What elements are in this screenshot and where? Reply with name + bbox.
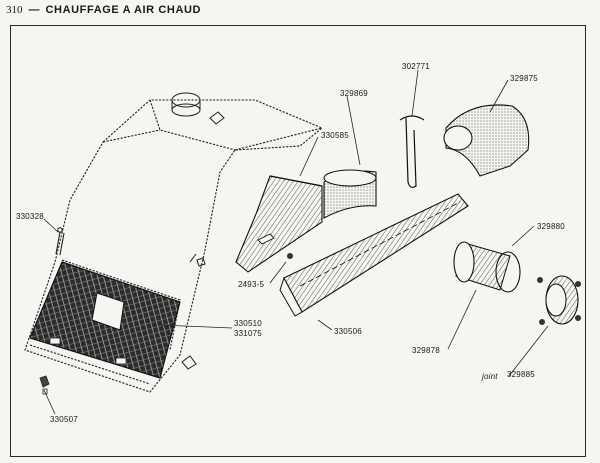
housing-hardware [181, 253, 206, 370]
mesh-grille-panel [29, 261, 181, 379]
part-label-330585: 330585 [321, 131, 349, 140]
fastener-330507 [39, 375, 50, 395]
long-duct-330506 [279, 193, 469, 317]
part-label-2493: 2493-5 [238, 280, 265, 289]
ring-collar-329878 [453, 241, 521, 293]
diagram-frame [10, 25, 586, 457]
page-header: 310 — CHAUFFAGE A AIR CHAUD [6, 4, 201, 20]
part-label-329875: 329875 [510, 74, 538, 83]
duct-sleeve-329869 [323, 169, 377, 219]
part-label-330510: 330510 [234, 319, 262, 328]
heater-housing [24, 99, 324, 393]
housing-top-fitting [171, 92, 225, 125]
part-label-330328: 330328 [16, 212, 44, 221]
deflector-330585 [235, 175, 323, 273]
page-number: 310 [6, 4, 23, 16]
latch-clip-330328 [55, 227, 65, 256]
elbow-duct-329875 [443, 104, 530, 177]
part-label-329878: 329878 [412, 346, 440, 355]
part-label-329869: 329869 [340, 89, 368, 98]
flange-329880 [537, 275, 581, 325]
title-separator: — [28, 4, 40, 16]
part-label-302771: 302771 [402, 62, 430, 71]
clip-302771 [399, 115, 425, 188]
page-title: CHAUFFAGE A AIR CHAUD [45, 4, 202, 16]
part-label-329885: 329885 [507, 370, 535, 379]
part-label-331075: 331075 [234, 329, 262, 338]
part-label-329880: 329880 [537, 222, 565, 231]
part-label-330507: 330507 [50, 415, 78, 424]
leader-lines [43, 69, 549, 415]
bolt-2493 [287, 253, 293, 259]
joint-word-label: joint [482, 372, 498, 381]
part-label-330506: 330506 [334, 327, 362, 336]
